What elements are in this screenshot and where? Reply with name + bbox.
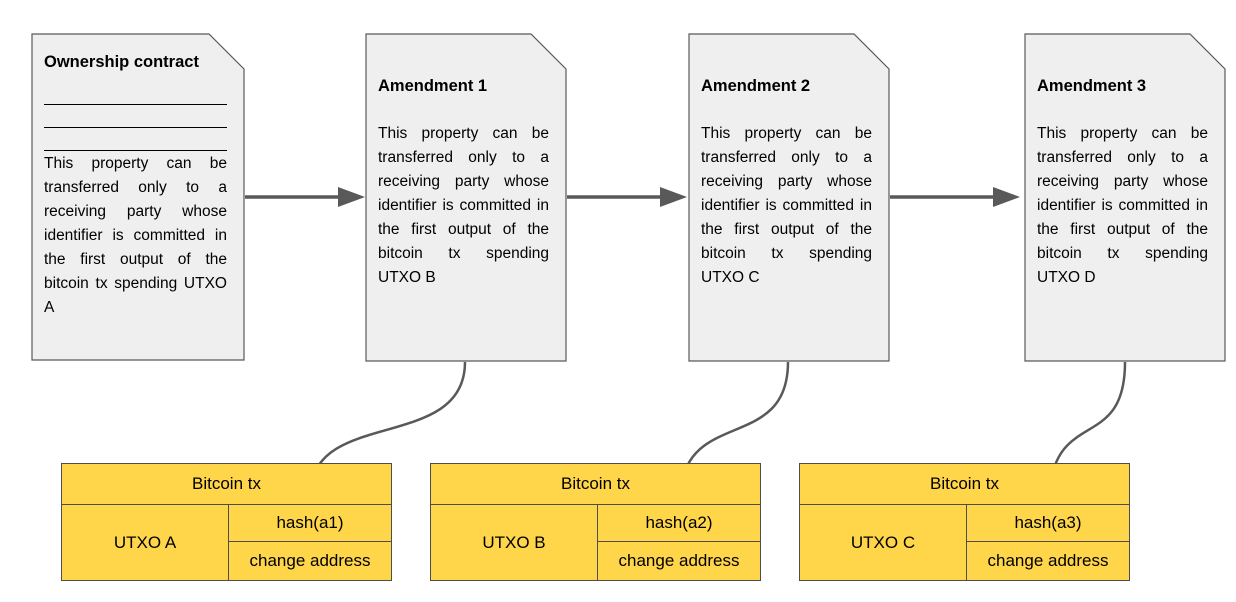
tx-hash-cell: hash(a2) (598, 505, 760, 542)
tx-change-address-cell: change address (987, 551, 1109, 570)
tx-utxo-cell: UTXO A (62, 505, 229, 580)
tx-hash-cell: hash(a1) (229, 505, 391, 542)
signature-lines (44, 82, 227, 151)
document-text: This property can be transferred only to… (378, 125, 549, 286)
document-shape (31, 33, 245, 361)
bitcoin-tx-a: Bitcoin tx UTXO A hash(a1) change addres… (61, 463, 392, 581)
blank-line (44, 128, 227, 151)
tx-header: Bitcoin tx (431, 464, 760, 505)
document-title: Amendment 3 (1037, 77, 1147, 95)
arrow-amendment2-to-amendment3 (890, 187, 1020, 207)
blank-line (44, 82, 227, 105)
document-shape (365, 33, 567, 362)
tx-utxo-cell: UTXO C (800, 505, 967, 580)
document-text: This property can be transferred only to… (701, 125, 872, 286)
amendment-3-document: Amendment 3 This property can be transfe… (1024, 33, 1226, 362)
arrow-contract-to-amendment1 (245, 187, 365, 207)
tx-hash-cell: hash(a3) (967, 505, 1129, 542)
document-title: Ownership contract (44, 53, 199, 71)
document-title: Amendment 2 (701, 77, 811, 95)
ownership-contract-document: Ownership contract This property can be … (31, 33, 245, 361)
tx-change-address-cell: change address (618, 551, 740, 570)
tx-change-address-cell: change address (249, 551, 371, 570)
document-text: This property can be transferred only to… (44, 155, 227, 316)
document-shape (688, 33, 890, 362)
tx-utxo-cell: UTXO B (431, 505, 598, 580)
document-title: Amendment 1 (378, 77, 488, 95)
amendment-1-document: Amendment 1 This property can be transfe… (365, 33, 567, 362)
tx-header: Bitcoin tx (62, 464, 391, 505)
arrow-amendment1-to-amendment2 (567, 187, 687, 207)
document-shape (1024, 33, 1226, 362)
amendment-2-document: Amendment 2 This property can be transfe… (688, 33, 890, 362)
document-text: This property can be transferred only to… (1037, 125, 1208, 286)
bitcoin-tx-c: Bitcoin tx UTXO C hash(a3) change addres… (799, 463, 1130, 581)
bitcoin-tx-b: Bitcoin tx UTXO B hash(a2) change addres… (430, 463, 761, 581)
blank-line (44, 105, 227, 128)
tx-header: Bitcoin tx (800, 464, 1129, 505)
